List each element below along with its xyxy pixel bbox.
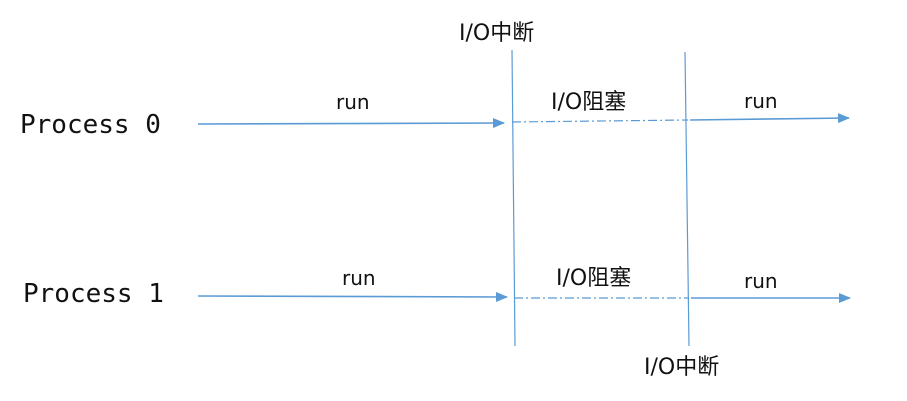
process-1-blocked-label: I/O阻塞 (556, 266, 631, 291)
process-1-label: Process 1 (23, 279, 164, 309)
process-0-blocked-label: I/O阻塞 (551, 90, 626, 115)
process-0-run-label-2: run (744, 89, 778, 113)
interrupt-label-top: I/O中断 (459, 21, 534, 46)
interrupt-line-2 (684, 51, 690, 347)
interrupt-label-bottom: I/O中断 (644, 355, 719, 380)
process-1-run-label-2: run (744, 269, 778, 293)
process-1-run-arrow-1 (197, 291, 508, 302)
interrupt-line-1 (511, 49, 516, 347)
process-0-run-arrow-1 (197, 118, 505, 129)
process-0-label: Process 0 (20, 110, 161, 140)
process-0-run-arrow-2 (689, 113, 850, 124)
process-0-run-label-1: run (336, 90, 370, 114)
process-0-blocked-line (511, 119, 689, 123)
process-1-run-label-1: run (342, 266, 376, 290)
